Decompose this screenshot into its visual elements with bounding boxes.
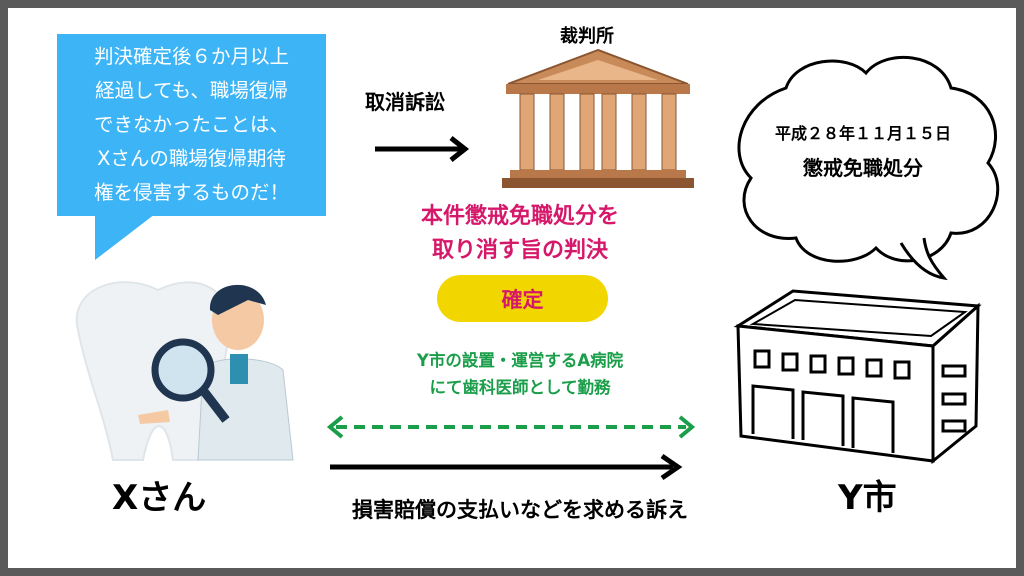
disciplinary-date: 平成２８年１１月１５日 xyxy=(774,124,951,143)
lawsuit-label: 損害賠償の支払いなどを求める訴え xyxy=(352,498,688,522)
employment-line: にて歯科医師として勤務 xyxy=(429,378,611,397)
plaintiff-label: Xさん xyxy=(112,478,207,518)
speech-bubble: 判決確定後６か月以上 経過しても、職場復帰 できなかったことは、 Xさんの職場復… xyxy=(57,34,326,216)
judgment-text: 本件懲戒免職処分を 取り消す旨の判決 xyxy=(360,200,680,268)
courthouse-icon xyxy=(502,48,694,188)
lawsuit-type-label: 取消訴訟 xyxy=(365,90,445,114)
city-hall-building-icon xyxy=(733,289,982,465)
employment-line: Y市の設置・運営するA病院 xyxy=(416,351,624,370)
employment-text: Y市の設置・運営するA病院 にて歯科医師として勤務 xyxy=(360,347,680,401)
court-label: 裁判所 xyxy=(560,26,614,47)
speech-line: 権を侵害するものだ！ xyxy=(93,181,289,204)
disciplinary-action: 懲戒免職処分 xyxy=(803,156,923,180)
speech-line: Xさんの職場復帰期待 xyxy=(97,147,286,170)
diagram-canvas: 判決確定後６か月以上 経過しても、職場復帰 できなかったことは、 Xさんの職場復… xyxy=(8,8,1016,568)
lawsuit-arrow-icon xyxy=(330,453,683,481)
finalized-badge: 確定 xyxy=(437,275,608,322)
judgment-line: 取り消す旨の判決 xyxy=(431,238,608,263)
speech-line: 経過しても、職場復帰 xyxy=(95,79,288,102)
thought-cloud-icon xyxy=(737,55,1000,281)
arrow-right-icon xyxy=(375,136,470,162)
speech-line: 判決確定後６か月以上 xyxy=(93,45,289,68)
speech-line: できなかったことは、 xyxy=(93,113,289,136)
judgment-line: 本件懲戒免職処分を xyxy=(420,204,619,229)
defendant-label: Y市 xyxy=(838,478,897,518)
double-arrow-dashed-icon xyxy=(326,415,696,439)
speech-bubble-tail xyxy=(95,214,155,260)
dentist-with-tooth-icon xyxy=(75,281,294,461)
